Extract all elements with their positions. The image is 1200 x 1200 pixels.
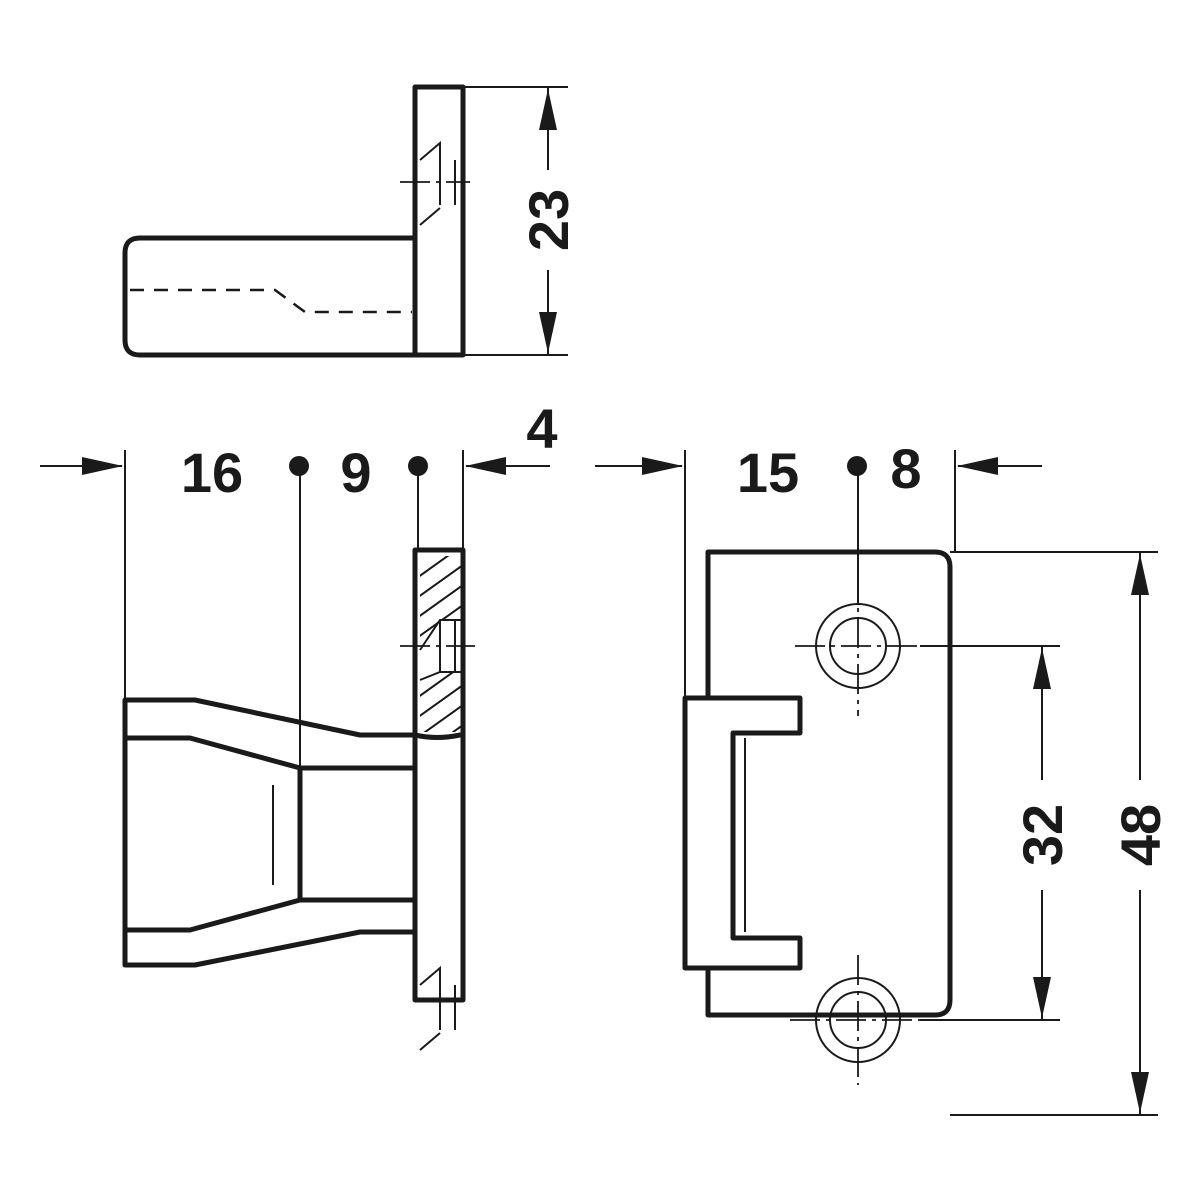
- dim-plate-height-label: 48: [1109, 804, 1172, 866]
- side-view-plate-line: [412, 732, 463, 740]
- top-view-countersink: [419, 140, 456, 226]
- top-view-plate: [412, 84, 466, 358]
- side-view-hatch: [419, 556, 463, 732]
- front-view-upper-hole: [795, 572, 925, 716]
- dim-front-chain: 15 8: [595, 437, 1042, 698]
- front-view: 15 8 32 48: [595, 437, 1172, 1116]
- dim-top-height: 23: [463, 86, 580, 356]
- dim-hole-spacing: 32: [920, 645, 1074, 1021]
- dim-front-hole-offset-label: 8: [890, 437, 921, 500]
- front-view-slot: [705, 695, 803, 971]
- dim-side-depth-label: 16: [181, 441, 243, 504]
- dim-side-hole-offset-label: 9: [340, 441, 371, 504]
- side-view-lower-countersink: [419, 965, 456, 1051]
- front-hole-dot: [847, 456, 867, 476]
- top-view-body: [122, 235, 418, 358]
- front-view-plate: [682, 549, 953, 1018]
- front-view-lower-hole: [790, 955, 925, 1085]
- top-view: 23: [122, 84, 580, 358]
- top-view-hidden-line: [130, 288, 412, 314]
- dim-side-chain: 16 9 4: [40, 397, 558, 768]
- dim-plate-height: 48: [950, 551, 1172, 1116]
- dim-top-height-label: 23: [517, 189, 580, 251]
- dim-front-depth-label: 15: [737, 441, 799, 504]
- dim-hole-spacing-label: 32: [1011, 804, 1074, 866]
- side-view: 16 9 4: [40, 397, 558, 1051]
- side-view-body: [122, 697, 418, 968]
- side-plate-dot: [408, 456, 428, 476]
- dim-side-plate-thickness-label: 4: [526, 397, 557, 460]
- side-view-inner-bottom: [122, 897, 418, 933]
- side-view-inner-top: [122, 735, 418, 771]
- side-hole-dot: [289, 456, 309, 476]
- side-view-plate: [412, 547, 466, 1003]
